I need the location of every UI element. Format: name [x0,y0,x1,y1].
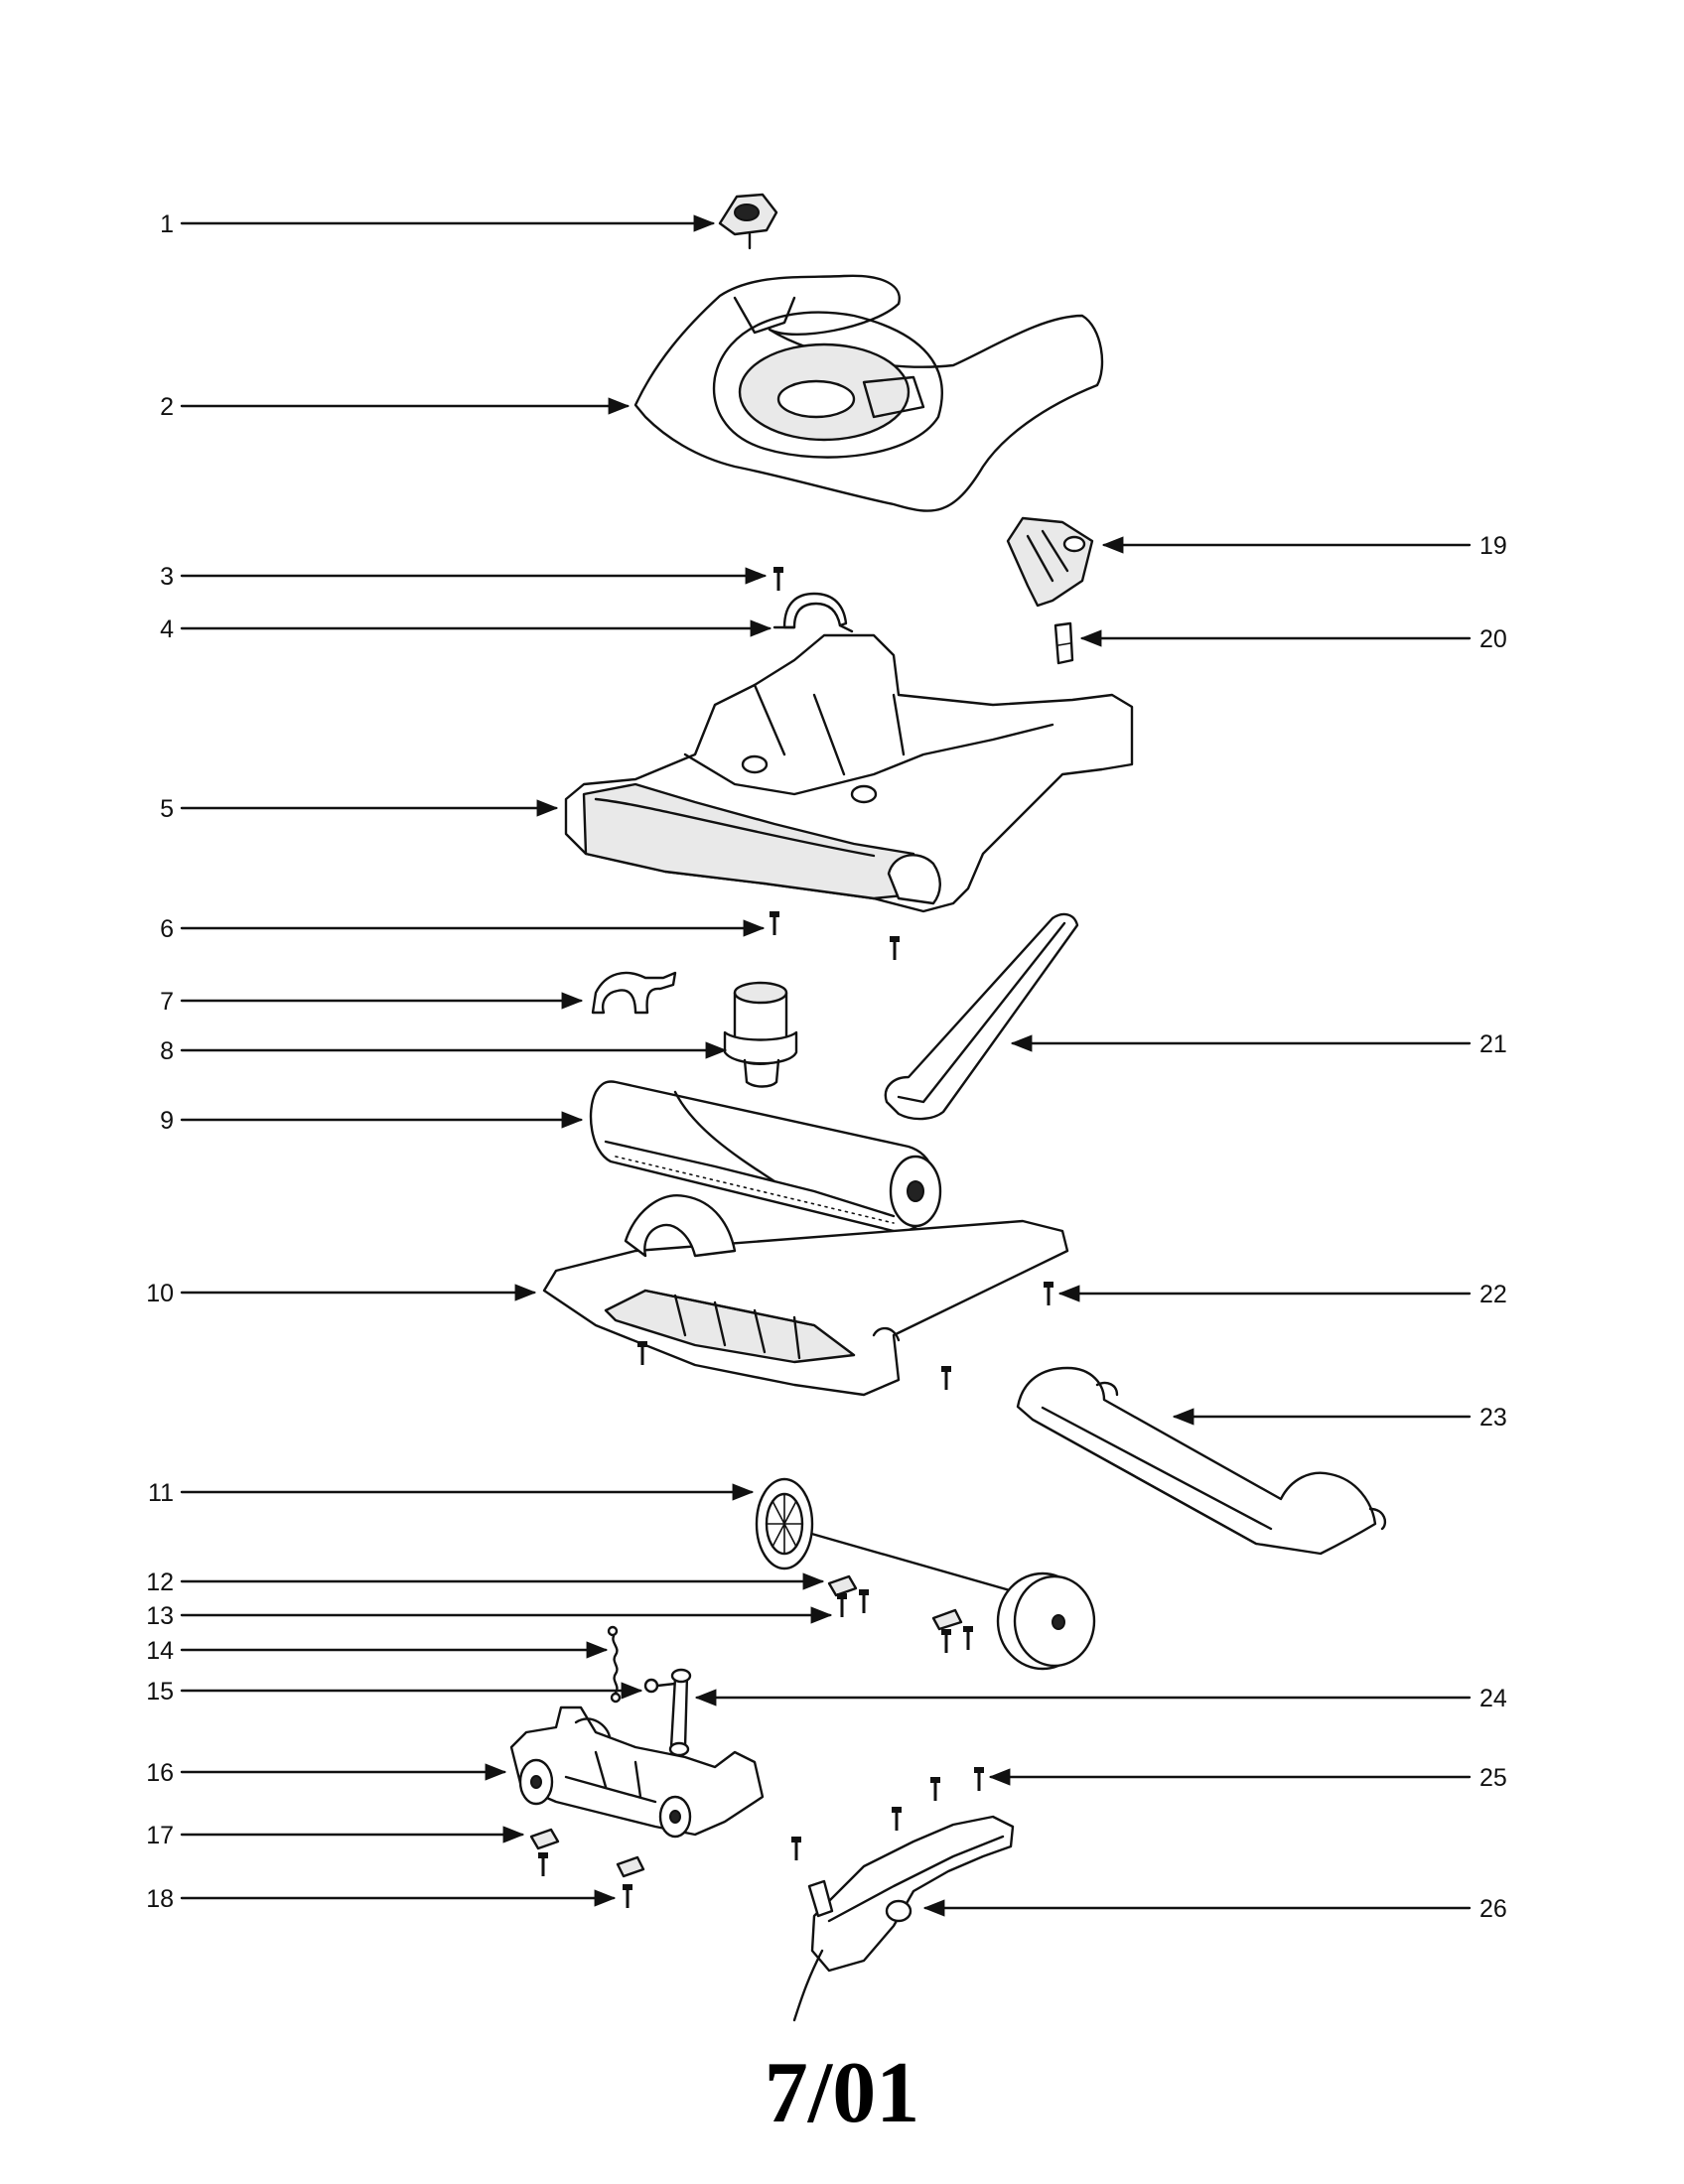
callout-26: 26 [1479,1895,1507,1923]
callout-19: 19 [1479,532,1507,560]
callout-2: 2 [160,393,174,421]
callout-1: 1 [160,210,174,238]
callout-11: 11 [148,1479,174,1507]
part-20-clip [1053,621,1074,665]
callout-25: 25 [1479,1764,1507,1792]
callout-22: 22 [1479,1281,1507,1308]
part-22-screw [1042,1280,1055,1307]
callout-17: 17 [146,1822,174,1849]
callout-24: 24 [1479,1685,1507,1712]
part-2-hood [633,274,1104,512]
part-21-belt [884,912,1079,1121]
callout-8: 8 [160,1037,174,1065]
part-4-bracket [772,592,854,633]
callout-14: 14 [146,1637,174,1665]
callout-7: 7 [160,988,174,1016]
callout-21: 21 [1479,1030,1507,1058]
part-3-screw [772,565,785,593]
part-15-pin [643,1678,677,1694]
callout-15: 15 [146,1678,174,1706]
callout-4: 4 [160,615,174,643]
callout-5: 5 [160,795,174,823]
part-19-pedal [1006,516,1094,608]
part-17-clip-screw [529,1828,560,1878]
part-9-brush-roll [589,1080,942,1233]
part-6-screws [768,909,902,962]
part-14-spring [607,1625,622,1704]
callout-labels: 1 2 3 4 5 6 7 8 9 10 11 12 13 14 15 16 1… [146,210,1507,1923]
callout-12: 12 [146,1569,174,1596]
callout-13: 13 [146,1602,174,1630]
part-1-knob [718,193,778,250]
page-date-footer: 7/01 [764,2045,920,2141]
leader-lines [180,214,1472,1917]
callout-6: 6 [160,915,174,943]
part-11-wheel-axle [755,1477,1096,1671]
part-12-clips [827,1574,963,1631]
callout-20: 20 [1479,625,1507,653]
part-24-pivot-rod [668,1668,692,1757]
callout-23: 23 [1479,1404,1507,1432]
part-18-clip-screw [616,1855,645,1910]
part-26-handle-base [792,1815,1015,2022]
callout-18: 18 [146,1885,174,1913]
part-5-base [564,633,1134,913]
callout-10: 10 [146,1280,174,1307]
part-23-bumper [1016,1366,1386,1556]
callout-9: 9 [160,1107,174,1135]
part-10-bottom-plate [542,1194,1069,1397]
callout-3: 3 [160,563,174,591]
callout-16: 16 [146,1759,174,1787]
part-8-bushing [723,981,798,1088]
part-7-clip [591,971,677,1015]
part-16-carriage [509,1706,765,1839]
